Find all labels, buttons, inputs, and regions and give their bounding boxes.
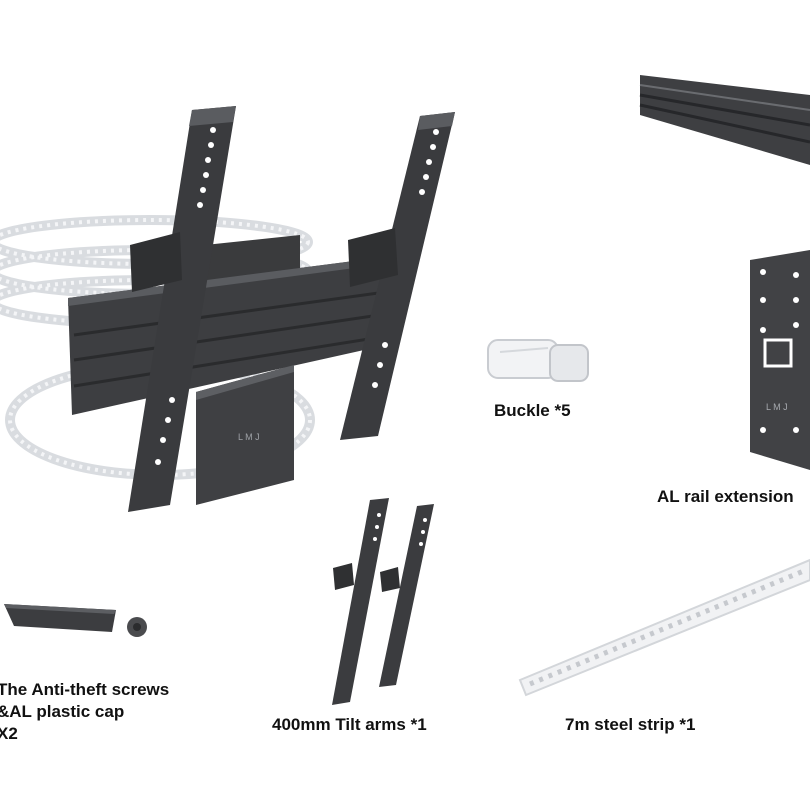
svg-text:L M J: L M J <box>238 432 260 442</box>
lower-plate <box>196 365 294 505</box>
assembled-mount: L M J <box>0 106 455 512</box>
anti-theft-screws-label-line1: The Anti-theft screws <box>0 680 170 699</box>
al-rail-extension: L M J <box>639 75 810 470</box>
steel-strip <box>518 558 810 697</box>
svg-text:L M J: L M J <box>766 402 788 412</box>
steel-strip-label: 7m steel strip *1 <box>565 715 696 734</box>
buckle-illustration <box>487 339 589 382</box>
rail-extension-profile <box>640 75 810 165</box>
buckle-label: Buckle *5 <box>494 401 571 420</box>
tilt-arms-label: 400mm Tilt arms *1 <box>272 715 427 734</box>
rail-extension-label: AL rail extension <box>657 487 794 506</box>
right-tilt-arm <box>340 112 455 440</box>
left-tilt-arm <box>128 106 236 512</box>
plastic-cap-and-screw <box>4 604 147 637</box>
anti-theft-screws-label-line3: X2 <box>0 724 18 743</box>
tilt-arms-pair <box>332 498 434 705</box>
rail-extension-plate <box>750 250 810 470</box>
anti-theft-screws-label-line2: &AL plastic cap <box>0 702 125 721</box>
